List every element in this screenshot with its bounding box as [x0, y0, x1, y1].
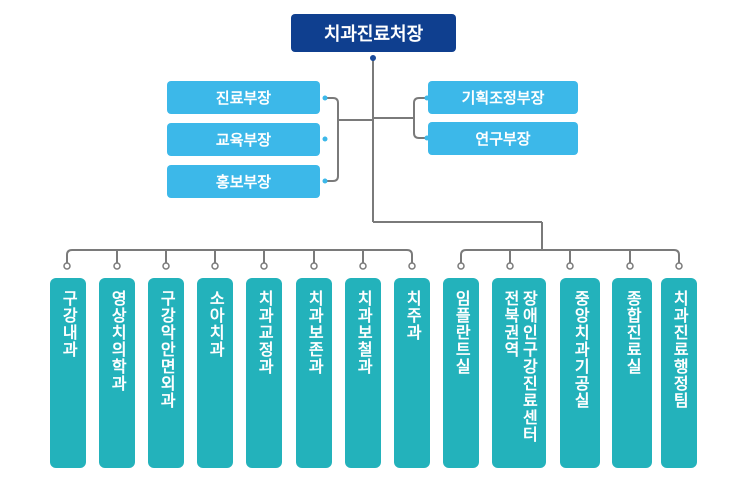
dept-label: 치과보존과 — [305, 290, 325, 375]
dept-box: 구강악안면외과 — [148, 278, 184, 468]
dept-label: 영상치의학과 — [108, 290, 128, 392]
unit-label: 진료부장 — [215, 89, 272, 107]
dept-label: 치과교정과 — [255, 290, 275, 375]
unit-label: 교육부장 — [215, 131, 272, 149]
unit-box-planning: 기획조정부장 — [428, 81, 578, 114]
unit-box-education: 교육부장 — [167, 123, 320, 156]
dept-label: 종합진료실 — [623, 290, 643, 375]
dept-label: 중앙치과기공실 — [571, 290, 591, 409]
dept-box: 영상치의학과 — [99, 278, 135, 468]
dept-label: 구강내과 — [59, 290, 79, 358]
chief-box: 치과진료처장 — [291, 14, 456, 52]
unit-label: 홍보부장 — [215, 173, 272, 191]
unit-box-research: 연구부장 — [428, 122, 578, 155]
unit-label: 연구부장 — [475, 130, 531, 148]
dept-label: 치과보철과 — [354, 290, 374, 375]
dept-label: 임플란트실 — [452, 290, 472, 375]
unit-box-pr: 홍보부장 — [167, 165, 320, 198]
dept-box: 치과진료행정팀 — [661, 278, 697, 468]
dept-label: 치과진료행정팀 — [670, 290, 690, 409]
dept-box: 치과교정과 — [246, 278, 282, 468]
dept-box: 구강내과 — [50, 278, 86, 468]
chief-label: 치과진료처장 — [323, 24, 424, 45]
dept-label: 소아치과 — [206, 290, 226, 358]
dept-box: 임플란트실 — [443, 278, 479, 468]
unit-label: 기획조정부장 — [461, 89, 545, 107]
dept-box: 치과보철과 — [345, 278, 381, 468]
dept-box: 치과보존과 — [296, 278, 332, 468]
dept-box: 치주과 — [394, 278, 430, 468]
dept-box: 중앙치과기공실 — [560, 278, 600, 468]
dept-label: 장애인구강진료센터 전북권역 — [501, 290, 539, 443]
dept-label: 치주과 — [403, 290, 423, 341]
dept-box: 소아치과 — [197, 278, 233, 468]
dept-box: 종합진료실 — [612, 278, 652, 468]
unit-box-clinical: 진료부장 — [167, 81, 320, 114]
dept-box: 장애인구강진료센터 전북권역 — [492, 278, 546, 468]
dept-label: 구강악안면외과 — [157, 290, 177, 409]
